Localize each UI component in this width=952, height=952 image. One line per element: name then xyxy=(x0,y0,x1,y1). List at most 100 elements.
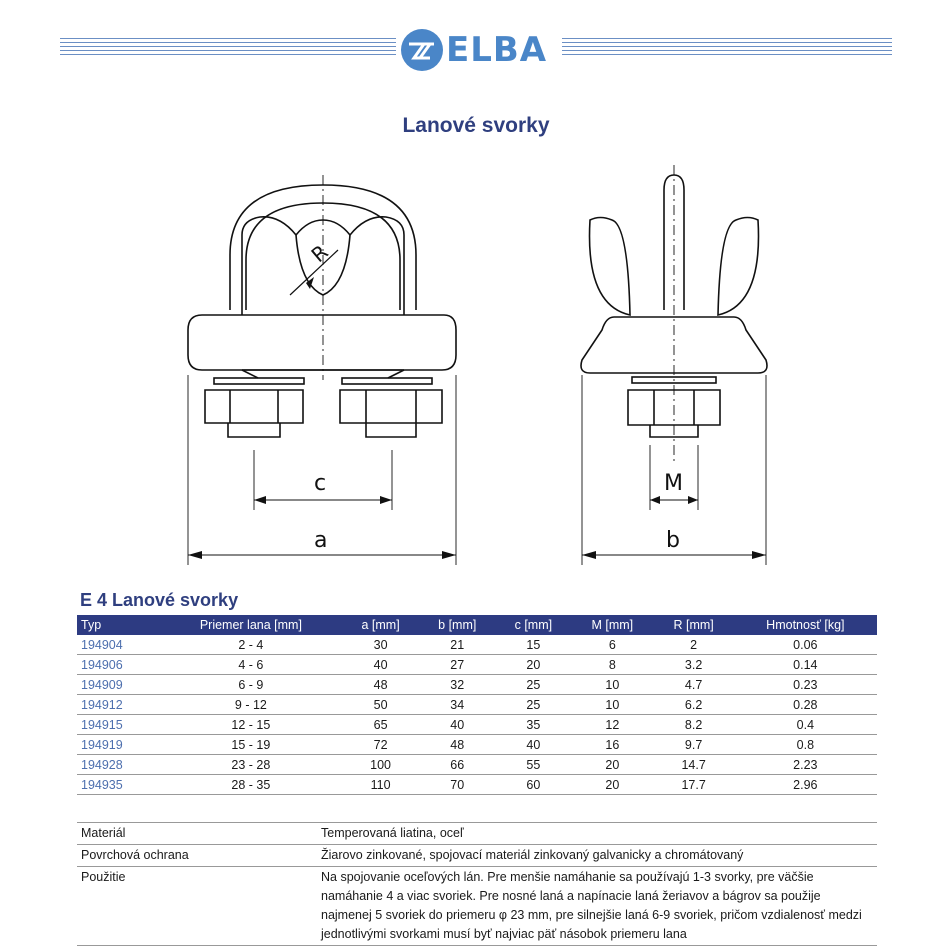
cell-m: 20 xyxy=(571,754,654,775)
cell-weight: 0.23 xyxy=(733,674,877,695)
property-value: Temperovaná liatina, oceľ xyxy=(317,822,877,845)
cell-rope-diameter: 12 - 15 xyxy=(159,714,343,735)
cell-weight: 2.96 xyxy=(733,774,877,795)
brand-header: ELBA xyxy=(0,20,952,80)
cell-rope-diameter: 28 - 35 xyxy=(159,774,343,795)
cell-r: 8.2 xyxy=(653,714,734,735)
property-label: Povrchová ochrana xyxy=(77,844,317,867)
cell-m: 16 xyxy=(571,734,654,755)
section-title: E 4 Lanové svorky xyxy=(80,590,239,610)
cell-m: 10 xyxy=(571,674,654,695)
cell-b: 66 xyxy=(418,754,496,775)
property-label: Použitie xyxy=(77,866,317,946)
cell-typ: 194915 xyxy=(77,714,160,735)
cell-weight: 0.4 xyxy=(733,714,877,735)
cell-rope-diameter: 4 - 6 xyxy=(159,654,343,675)
logo-circle-icon xyxy=(401,29,443,71)
cell-c: 15 xyxy=(495,635,572,655)
cell-rope-diameter: 6 - 9 xyxy=(159,674,343,695)
page-title: Lanové svorky xyxy=(402,114,550,137)
cell-b: 21 xyxy=(418,635,496,655)
cell-m: 20 xyxy=(571,774,654,795)
cell-c: 60 xyxy=(495,774,572,795)
cell-r: 6.2 xyxy=(653,694,734,715)
cell-typ: 194919 xyxy=(77,734,160,755)
cell-weight: 0.28 xyxy=(733,694,877,715)
cell-b: 32 xyxy=(418,674,496,695)
dimension-m-label: M xyxy=(664,471,683,496)
properties-table: Materiál Temperovaná liatina, oceľ Povrc… xyxy=(77,822,877,946)
cell-typ: 194912 xyxy=(77,694,160,715)
cell-weight: 0.8 xyxy=(733,734,877,755)
elba-logo: ELBA xyxy=(400,28,560,72)
header-rope-diameter: Priemer lana [mm] xyxy=(159,615,343,635)
spec-table-header-row: Typ Priemer lana [mm] a [mm] b [mm] c [m… xyxy=(77,615,877,635)
cell-a: 40 xyxy=(342,654,419,675)
cell-r: 9.7 xyxy=(653,734,734,755)
property-row: Použitie Na spojovanie oceľových lán. Pr… xyxy=(77,866,877,946)
cell-a: 110 xyxy=(342,774,419,795)
cell-c: 35 xyxy=(495,714,572,735)
cell-rope-diameter: 15 - 19 xyxy=(159,734,343,755)
cell-typ: 194904 xyxy=(77,635,160,655)
header-m: M [mm] xyxy=(571,615,654,635)
header-typ: Typ xyxy=(77,615,160,635)
cell-weight: 2.23 xyxy=(733,754,877,775)
cell-typ: 194935 xyxy=(77,774,160,795)
side-view: M b xyxy=(580,165,768,565)
dimension-c-label: c xyxy=(314,471,326,496)
cell-r: 17.7 xyxy=(653,774,734,795)
cell-c: 25 xyxy=(495,694,572,715)
cell-c: 25 xyxy=(495,674,572,695)
property-value: Na spojovanie oceľových lán. Pre menšie … xyxy=(317,866,877,946)
header-a: a [mm] xyxy=(342,615,419,635)
wire-rope-clip-drawing: R c a xyxy=(187,165,768,565)
cell-b: 70 xyxy=(418,774,496,795)
cell-b: 27 xyxy=(418,654,496,675)
cell-typ: 194906 xyxy=(77,654,160,675)
cell-b: 48 xyxy=(418,734,496,755)
cell-m: 12 xyxy=(571,714,654,735)
radius-label: R xyxy=(307,240,333,267)
right-nut xyxy=(339,377,443,438)
cell-c: 55 xyxy=(495,754,572,775)
cell-a: 48 xyxy=(342,674,419,695)
cell-b: 40 xyxy=(418,714,496,735)
cell-weight: 0.06 xyxy=(733,635,877,655)
cell-c: 20 xyxy=(495,654,572,675)
cell-a: 50 xyxy=(342,694,419,715)
cell-b: 34 xyxy=(418,694,496,715)
left-nut xyxy=(204,377,305,438)
dimension-b-label: b xyxy=(666,528,680,553)
dimension-a-label: a xyxy=(314,528,327,553)
cell-r: 4.7 xyxy=(653,674,734,695)
cell-a: 72 xyxy=(342,734,419,755)
cell-c: 40 xyxy=(495,734,572,755)
property-value: Žiarovo zinkované, spojovací materiál zi… xyxy=(317,844,877,867)
property-row: Materiál Temperovaná liatina, oceľ xyxy=(77,822,877,845)
cell-r: 14.7 xyxy=(653,754,734,775)
cell-a: 100 xyxy=(342,754,419,775)
cell-a: 65 xyxy=(342,714,419,735)
cell-rope-diameter: 2 - 4 xyxy=(159,635,343,655)
header-weight: Hmotnosť [kg] xyxy=(733,615,877,635)
cell-m: 6 xyxy=(571,635,654,655)
cell-r: 3.2 xyxy=(653,654,734,675)
spec-table: Typ Priemer lana [mm] a [mm] b [mm] c [m… xyxy=(77,615,877,795)
brand-name: ELBA xyxy=(446,30,548,70)
cell-weight: 0.14 xyxy=(733,654,877,675)
cell-rope-diameter: 23 - 28 xyxy=(159,754,343,775)
cell-a: 30 xyxy=(342,635,419,655)
property-label: Materiál xyxy=(77,822,317,845)
cell-m: 8 xyxy=(571,654,654,675)
cell-rope-diameter: 9 - 12 xyxy=(159,694,343,715)
